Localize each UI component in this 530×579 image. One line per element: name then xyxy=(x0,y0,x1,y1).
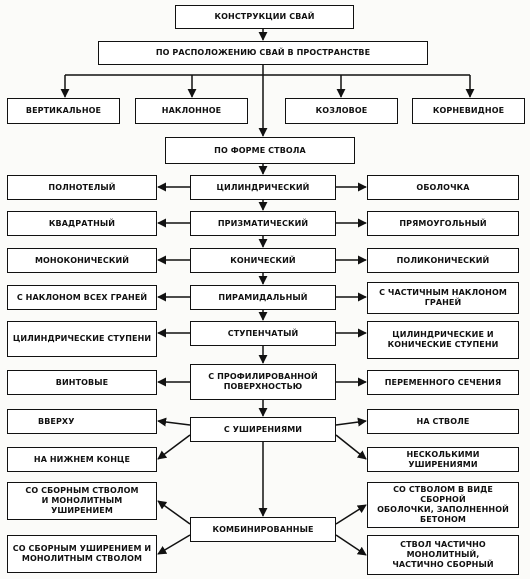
position-root-shaped-node: КОРНЕВИДНОЕ xyxy=(412,98,525,124)
by-shape-node: ПО ФОРМЕ СТВОЛА xyxy=(165,137,355,164)
shape-combined-node: КОМБИНИРОВАННЫЕ xyxy=(190,517,336,542)
shape-profiled-node: С ПРОФИЛИРОВАННОЙ ПОВЕРХНОСТЬЮ xyxy=(190,364,336,400)
cylindrical-solid-node: ПОЛНОТЕЛЫЙ xyxy=(7,175,157,200)
profiled-variable-section-node: ПЕРЕМЕННОГО СЕЧЕНИЯ xyxy=(367,370,519,395)
stepped-cylindrical-node: ЦИЛИНДРИЧЕСКИЕ СТУПЕНИ xyxy=(7,321,157,357)
widened-left-bottom-arrow xyxy=(157,434,191,460)
stepped-cyl-conical-node: ЦИЛИНДРИЧЕСКИЕ И КОНИЧЕСКИЕ СТУПЕНИ xyxy=(367,321,519,359)
position-trestle-node: КОЗЛОВОЕ xyxy=(285,98,398,124)
position-vertical-node: ВЕРТИКАЛЬНОЕ xyxy=(7,98,120,124)
profiled-screw-node: ВИНТОВЫЕ xyxy=(7,370,157,395)
prismatic-square-node: КВАДРАТНЫЙ xyxy=(7,211,157,236)
combined-left-bottom-arrow xyxy=(157,534,191,555)
by-position-node: ПО РАСПОЛОЖЕНИЮ СВАЙ В ПРОСТРАНСТВЕ xyxy=(98,41,428,65)
prismatic-rectangular-node: ПРЯМОУГОЛЬНЫЙ xyxy=(367,211,519,236)
combined-right-bottom-arrow xyxy=(335,534,367,556)
cylindrical-shell-node: ОБОЛОЧКА xyxy=(367,175,519,200)
shape-pyramidal-node: ПИРАМИДАЛЬНЫЙ xyxy=(190,285,336,310)
widened-right-bottom-arrow xyxy=(335,434,367,460)
conical-poly-node: ПОЛИКОНИЧЕСКИЙ xyxy=(367,248,519,273)
position-inclined-node: НАКЛОННОЕ xyxy=(135,98,248,124)
widened-top-node: ВВЕРХУ xyxy=(7,409,157,434)
shape-cylindrical-node: ЦИЛИНДРИЧЕСКИЙ xyxy=(190,175,336,200)
widened-left-top-arrow xyxy=(157,417,191,427)
combined-shell-concrete-node: СО СТВОЛОМ В ВИДЕ СБОРНОЙ ОБОЛОЧКИ, ЗАПО… xyxy=(367,482,519,528)
widened-multiple-node: НЕСКОЛЬКИМИ УШИРЕНИЯМИ xyxy=(367,447,519,472)
shape-prismatic-node: ПРИЗМАТИЧЕСКИЙ xyxy=(190,211,336,236)
combined-prefab-shaft-node: СО СБОРНЫМ СТВОЛОМ И МОНОЛИТНЫМ УШИРЕНИЕ… xyxy=(7,482,157,520)
shape-stepped-node: СТУПЕНЧАТЫЙ xyxy=(190,321,336,346)
combined-prefab-widening-node: СО СБОРНЫМ УШИРЕНИЕМ И МОНОЛИТНЫМ СТВОЛО… xyxy=(7,535,157,573)
pyramidal-all-faces-node: С НАКЛОНОМ ВСЕХ ГРАНЕЙ xyxy=(7,285,157,310)
shape-conical-node: КОНИЧЕСКИЙ xyxy=(190,248,336,273)
widened-shaft-node: НА СТВОЛЕ xyxy=(367,409,519,434)
pyramidal-partial-faces-node: С ЧАСТИЧНЫМ НАКЛОНОМ ГРАНЕЙ xyxy=(367,282,519,314)
widened-bottom-node: НА НИЖНЕМ КОНЦЕ xyxy=(7,447,157,472)
combined-left-top-arrow xyxy=(157,500,191,525)
widened-right-top-arrow xyxy=(335,417,367,427)
combined-partial-monolithic-node: СТВОЛ ЧАСТИЧНО МОНОЛИТНЫЙ, ЧАСТИЧНО СБОР… xyxy=(367,535,519,575)
combined-right-top-arrow xyxy=(335,504,367,525)
conical-mono-node: МОНОКОНИЧЕСКИЙ xyxy=(7,248,157,273)
root-node: КОНСТРУКЦИИ СВАЙ xyxy=(175,5,354,29)
shape-widened-node: С УШИРЕНИЯМИ xyxy=(190,417,336,442)
